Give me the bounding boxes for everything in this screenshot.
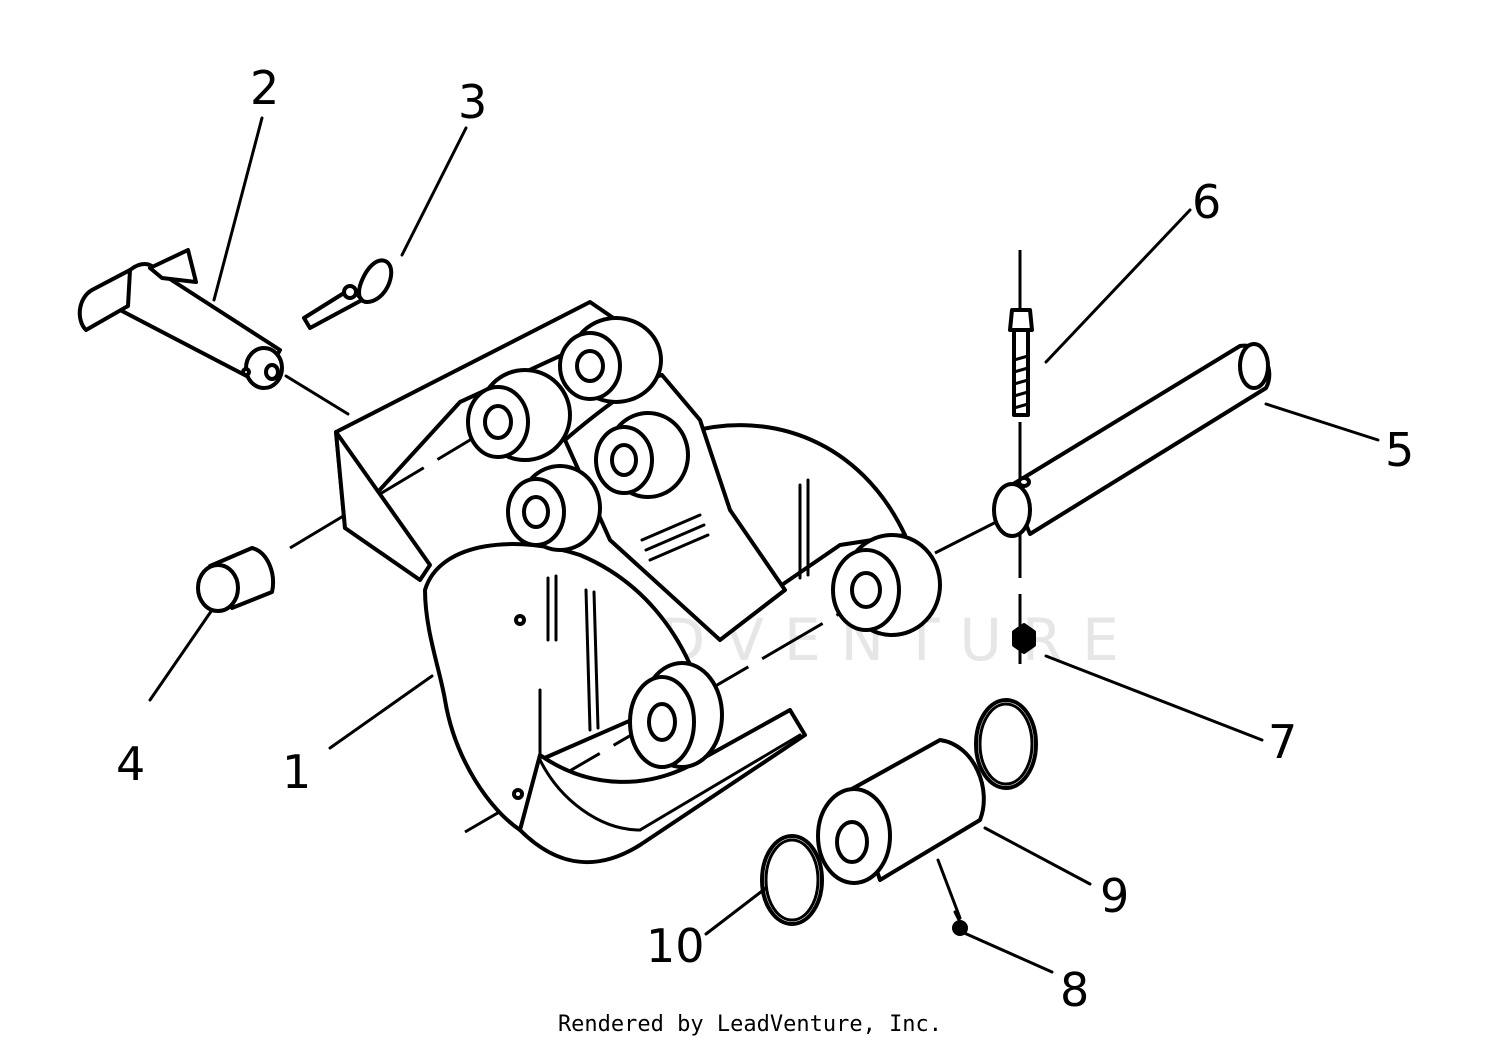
callout-1: 1	[282, 745, 311, 799]
callout-6: 6	[1192, 175, 1221, 229]
callout-10: 10	[646, 919, 705, 973]
callout-5: 5	[1385, 423, 1414, 477]
callout-labels: 2 3 6 5 7 4 1 9 10 8	[116, 61, 1414, 1017]
callout-4: 4	[116, 737, 145, 791]
roller-upper-right	[558, 316, 663, 404]
leader-lines	[148, 116, 1380, 974]
callout-7: 7	[1268, 715, 1297, 769]
part-10-o-ring-left	[760, 834, 824, 926]
roller-front-pivot	[628, 661, 724, 769]
part-3-hitch-pin-clip	[302, 258, 394, 330]
part-9-roller-sleeve	[816, 738, 986, 885]
callout-9: 9	[1100, 869, 1129, 923]
roller-upper-left	[466, 368, 572, 462]
callout-3: 3	[458, 75, 487, 129]
callout-2: 2	[250, 61, 279, 115]
roller-left	[506, 464, 602, 552]
part-10-o-ring-right	[974, 698, 1038, 790]
part-2-handle-pin	[77, 248, 284, 390]
part-7-nut	[1012, 623, 1036, 654]
part-4-bushing	[196, 546, 275, 613]
roller-center	[594, 411, 690, 499]
credit-footer: Rendered by LeadVenture, Inc.	[557, 1012, 943, 1037]
roller-right-pivot	[831, 533, 942, 637]
callout-8: 8	[1060, 963, 1089, 1017]
part-1-bracket-assembly	[334, 300, 942, 865]
part-5-shaft	[992, 342, 1272, 538]
part-6-bolt	[1008, 308, 1034, 488]
